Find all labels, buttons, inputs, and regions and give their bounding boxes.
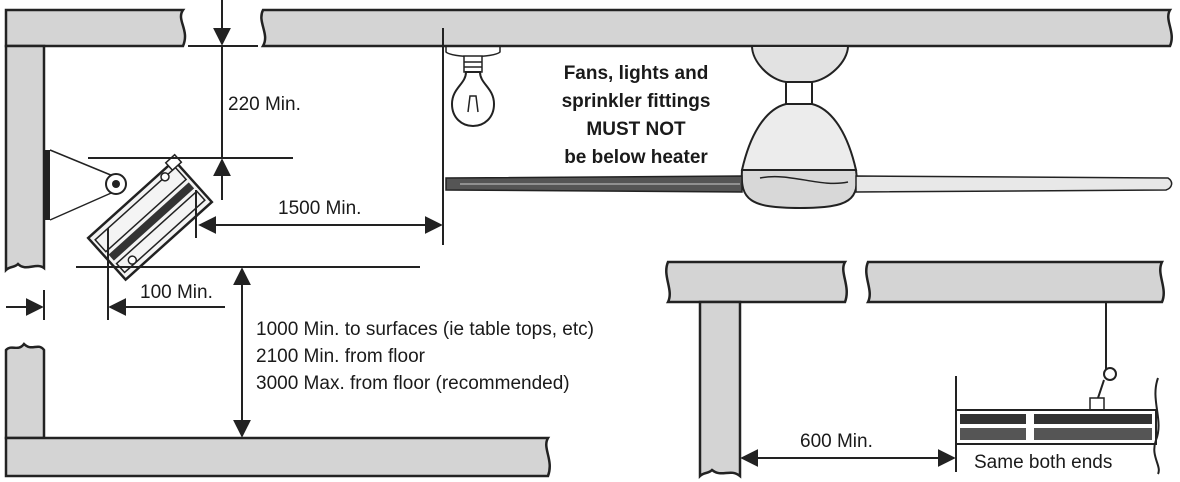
end-view-inset: 600 Min. Same both ends xyxy=(665,260,1165,480)
label-surface-line3: 3000 Max. from floor (recommended) xyxy=(256,373,570,394)
ceiling-left xyxy=(4,8,1173,48)
ceiling-fan-icon xyxy=(445,45,1173,210)
dimension-fan-distance: 1500 Min. xyxy=(195,28,444,245)
dimension-surface-clearance: 1000 Min. to surfaces (ie table tops, et… xyxy=(233,267,594,438)
warning-line1: Fans, lights and xyxy=(564,63,709,84)
label-same-both-ends: Same both ends xyxy=(974,452,1112,473)
dimension-wall-distance: 100 Min. xyxy=(6,228,420,320)
label-ceiling-clearance: 220 Min. xyxy=(228,94,301,115)
dimension-ceiling-clearance: 220 Min. xyxy=(88,0,301,200)
label-fan-distance: 1500 Min. xyxy=(278,198,361,219)
label-surface-line1: 1000 Min. to surfaces (ie table tops, et… xyxy=(256,319,594,340)
label-wall-distance: 100 Min. xyxy=(140,282,213,303)
light-bulb-icon xyxy=(445,46,501,128)
heater-unit xyxy=(86,153,214,282)
warning-line2: sprinkler fittings xyxy=(562,91,711,112)
warning-text: Fans, lights and sprinkler fittings MUST… xyxy=(562,63,711,168)
floor xyxy=(4,436,551,478)
label-end-distance: 600 Min. xyxy=(800,431,873,452)
warning-line4: be below heater xyxy=(564,147,708,168)
wall-bracket xyxy=(44,149,127,221)
label-surface-line2: 2100 Min. from floor xyxy=(256,346,426,367)
warning-line3: MUST NOT xyxy=(586,119,686,140)
wall-left xyxy=(4,44,46,440)
